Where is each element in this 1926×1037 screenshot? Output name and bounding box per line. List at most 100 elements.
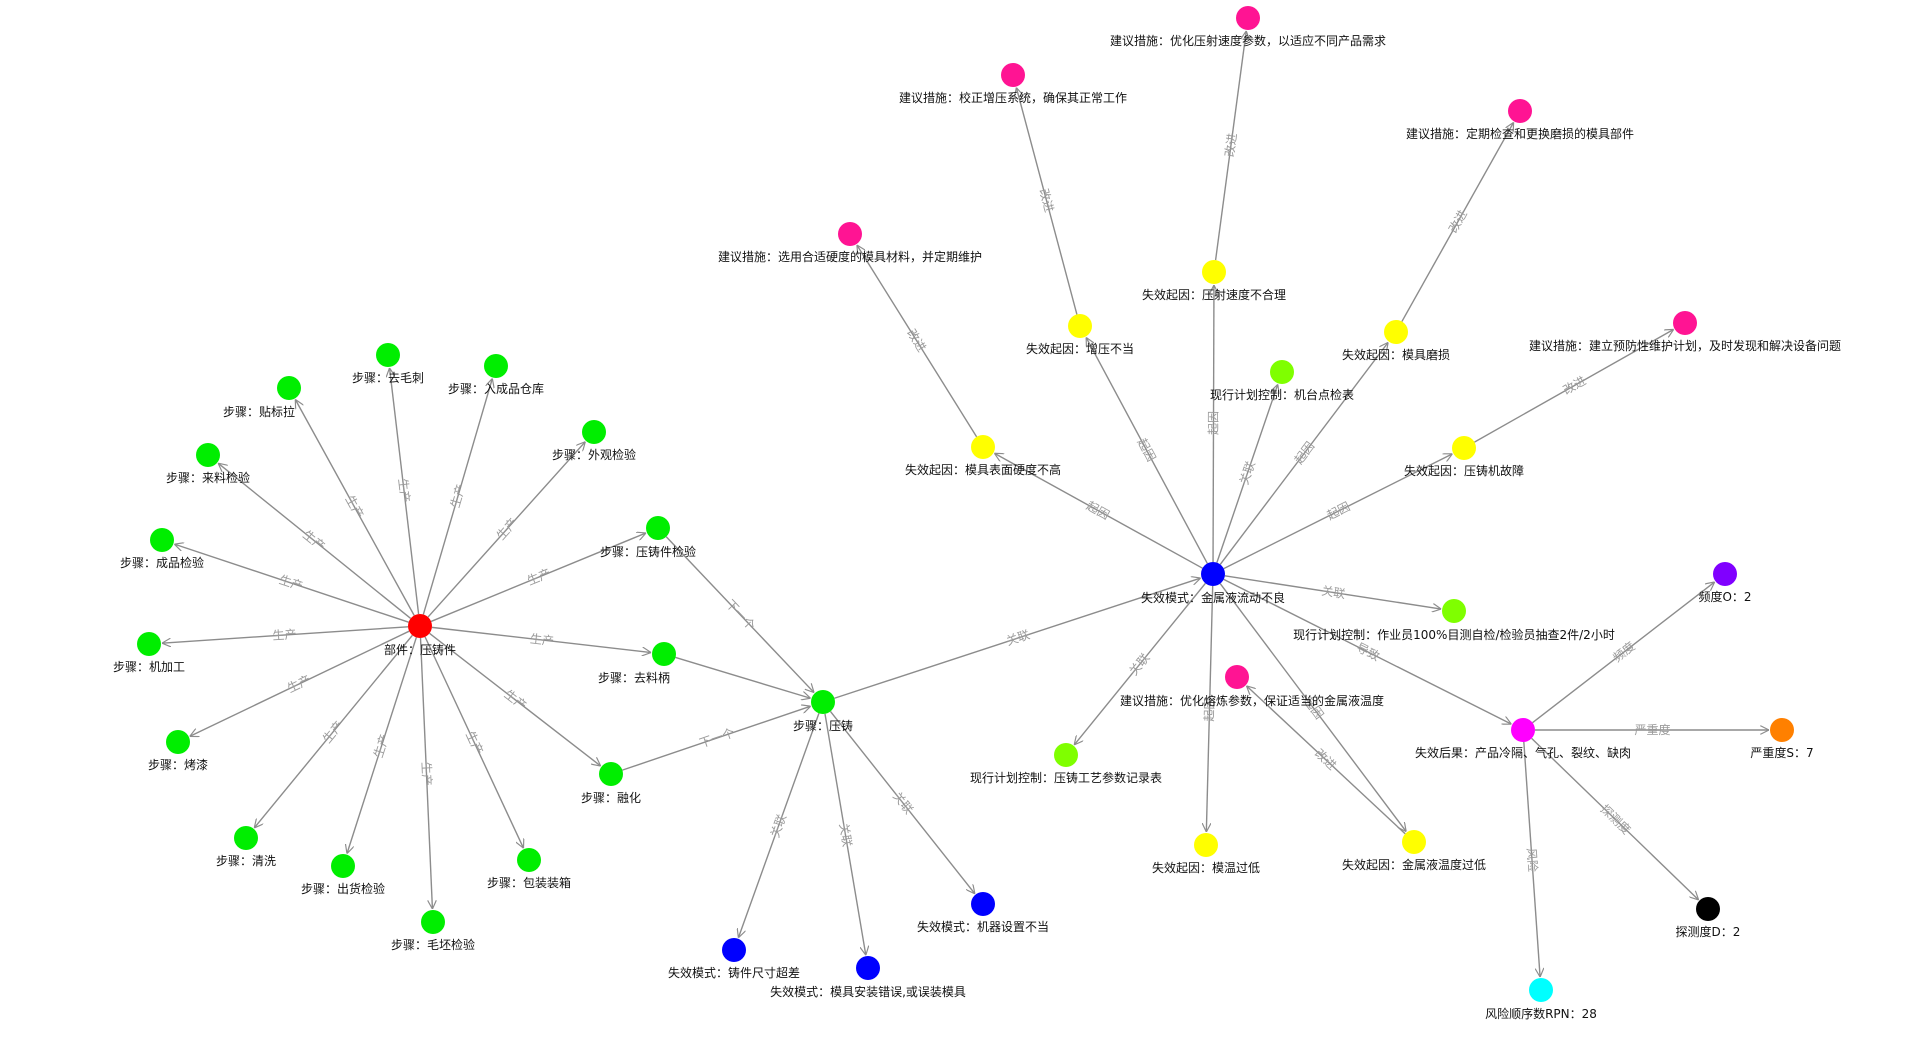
- node-circle[interactable]: [1068, 314, 1092, 338]
- node-circle[interactable]: [1225, 665, 1249, 689]
- node-circle[interactable]: [856, 956, 880, 980]
- edge-label: 生产: [419, 762, 434, 787]
- node-s6[interactable]: 步骤：成品检验: [120, 528, 204, 570]
- node-s8[interactable]: 步骤：机加工: [113, 632, 185, 674]
- node-circle[interactable]: [1001, 63, 1025, 87]
- node-s9[interactable]: 步骤：去料柄: [598, 642, 676, 685]
- edge-s7-s11: [665, 536, 814, 693]
- node-circle[interactable]: [137, 632, 161, 656]
- node-circle[interactable]: [1673, 311, 1697, 335]
- node-circle[interactable]: [1713, 562, 1737, 586]
- node-s4[interactable]: 步骤：来料检验: [166, 443, 250, 485]
- node-pc3[interactable]: 现行计划控制：压铸工艺参数记录表: [970, 743, 1162, 785]
- node-circle[interactable]: [1452, 436, 1476, 460]
- node-circle[interactable]: [1270, 360, 1294, 384]
- node-part[interactable]: 部件：压铸件: [384, 614, 456, 657]
- node-m4[interactable]: 建议措施：选用合适硬度的模具材料，并定期维护: [718, 222, 982, 264]
- node-circle[interactable]: [646, 516, 670, 540]
- node-sev[interactable]: 严重度S：7: [1750, 718, 1814, 760]
- node-m5[interactable]: 建议措施：建立预防性维护计划，及时发现和解决设备问题: [1529, 311, 1841, 353]
- node-circle[interactable]: [150, 528, 174, 552]
- node-occ[interactable]: 频度O：2: [1698, 562, 1752, 604]
- node-circle[interactable]: [652, 642, 676, 666]
- node-m1[interactable]: 建议措施：优化压射速度参数，以适应不同产品需求: [1110, 6, 1386, 48]
- node-circle[interactable]: [811, 690, 835, 714]
- edge-label: 下一个: [723, 597, 758, 633]
- node-fm2[interactable]: 失效模式：模具安装错误,或误装模具: [770, 956, 966, 999]
- edge-c7-m6: [1247, 686, 1406, 835]
- node-s12[interactable]: 步骤：融化: [581, 762, 641, 805]
- node-c5[interactable]: 失效起因：压铸机故障: [1404, 436, 1524, 478]
- node-c7[interactable]: 失效起因：金属液温度过低: [1342, 830, 1486, 872]
- node-circle[interactable]: [1384, 320, 1408, 344]
- node-label: 现行计划控制：作业员100%目测自检/检验员抽查2件/2小时: [1293, 627, 1615, 642]
- edge-label: 生产: [285, 672, 313, 695]
- node-s2[interactable]: 步骤：入成品仓库: [448, 354, 544, 396]
- edge-s12-s11: [622, 706, 810, 771]
- node-circle[interactable]: [166, 730, 190, 754]
- node-label: 步骤：清洗: [216, 854, 276, 868]
- node-s16[interactable]: 步骤：毛坯检验: [391, 910, 475, 952]
- node-s14[interactable]: 步骤：出货检验: [301, 854, 385, 896]
- node-circle[interactable]: [1202, 260, 1226, 284]
- node-circle[interactable]: [421, 910, 445, 934]
- node-s10[interactable]: 步骤：烤漆: [148, 730, 208, 772]
- node-circle[interactable]: [1770, 718, 1794, 742]
- node-m3[interactable]: 建议措施：定期检查和更换磨损的模具部件: [1406, 99, 1634, 141]
- node-circle[interactable]: [234, 826, 258, 850]
- node-rpn[interactable]: 风险顺序数RPN：28: [1485, 978, 1597, 1021]
- node-circle[interactable]: [1201, 562, 1225, 586]
- edge-label: 起因: [1202, 697, 1217, 721]
- node-circle[interactable]: [484, 354, 508, 378]
- node-circle[interactable]: [1508, 99, 1532, 123]
- node-circle[interactable]: [582, 420, 606, 444]
- node-s13[interactable]: 步骤：清洗: [216, 826, 276, 868]
- node-label: 步骤：来料检验: [166, 470, 250, 485]
- node-circle[interactable]: [1402, 830, 1426, 854]
- node-c3[interactable]: 失效起因：模具磨损: [1342, 320, 1450, 362]
- node-circle[interactable]: [1236, 6, 1260, 30]
- edge-label: 改进: [1037, 187, 1057, 214]
- node-s11[interactable]: 步骤：压铸: [793, 690, 853, 733]
- node-m2[interactable]: 建议措施：校正增压系统，确保其正常工作: [899, 63, 1127, 105]
- node-s7[interactable]: 步骤：压铸件检验: [600, 516, 696, 559]
- node-fm[interactable]: 失效模式：金属液流动不良: [1141, 562, 1285, 605]
- edge-part-s13: [254, 634, 413, 828]
- node-circle[interactable]: [196, 443, 220, 467]
- node-fm1[interactable]: 失效模式：铸件尺寸超差: [668, 938, 800, 980]
- node-s15[interactable]: 步骤：包装装箱: [487, 848, 571, 890]
- node-circle[interactable]: [331, 854, 355, 878]
- node-circle[interactable]: [1511, 718, 1535, 742]
- node-circle[interactable]: [408, 614, 432, 638]
- edge-label: 生产: [277, 573, 304, 594]
- node-c4[interactable]: 失效起因：模具表面硬度不高: [905, 435, 1061, 477]
- node-c6[interactable]: 失效起因：模温过低: [1152, 833, 1260, 875]
- node-fm3[interactable]: 失效模式：机器设置不当: [917, 892, 1049, 934]
- node-circle[interactable]: [1442, 599, 1466, 623]
- node-c2[interactable]: 失效起因：增压不当: [1026, 314, 1134, 356]
- node-circle[interactable]: [599, 762, 623, 786]
- node-circle[interactable]: [722, 938, 746, 962]
- node-circle[interactable]: [971, 892, 995, 916]
- edge-label: 关联: [1126, 651, 1152, 678]
- node-circle[interactable]: [1529, 978, 1553, 1002]
- node-circle[interactable]: [277, 376, 301, 400]
- edge-fm-c2: [1086, 337, 1208, 564]
- edge-part-s3: [295, 399, 415, 616]
- node-s5[interactable]: 步骤：外观检验: [552, 420, 636, 462]
- node-circle[interactable]: [1194, 833, 1218, 857]
- node-pc2[interactable]: 现行计划控制：作业员100%目测自检/检验员抽查2件/2小时: [1293, 599, 1615, 642]
- node-circle[interactable]: [1054, 743, 1078, 767]
- node-pc1[interactable]: 现行计划控制：机台点检表: [1210, 360, 1354, 402]
- node-circle[interactable]: [838, 222, 862, 246]
- node-det[interactable]: 探测度D：2: [1676, 897, 1741, 939]
- node-circle[interactable]: [517, 848, 541, 872]
- node-s3[interactable]: 步骤：贴标拉: [223, 376, 301, 419]
- node-m6[interactable]: 建议措施：优化熔炼参数，保证适当的金属液温度: [1120, 665, 1384, 708]
- node-c1[interactable]: 失效起因：压射速度不合理: [1142, 260, 1286, 302]
- node-circle[interactable]: [1696, 897, 1720, 921]
- node-circle[interactable]: [376, 343, 400, 367]
- node-s1[interactable]: 步骤：去毛刺: [352, 343, 424, 385]
- node-fe[interactable]: 失效后果：产品冷隔、气孔、裂纹、缺肉: [1415, 718, 1631, 760]
- node-circle[interactable]: [971, 435, 995, 459]
